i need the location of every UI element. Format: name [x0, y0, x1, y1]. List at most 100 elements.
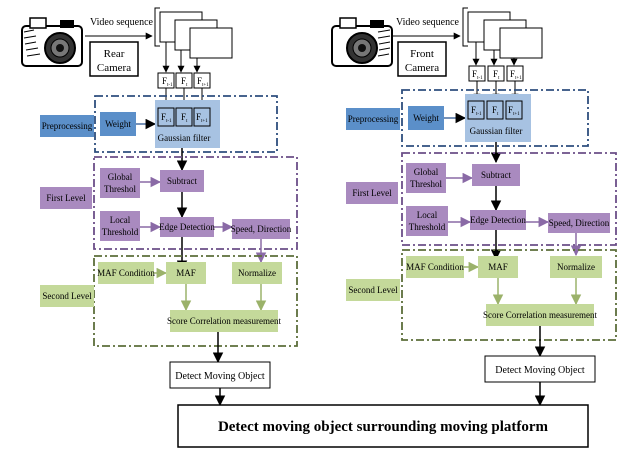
local-threshold-line2: Threshold: [102, 227, 139, 237]
first-level-label: First Level: [352, 188, 392, 198]
local-threshold-box: [100, 211, 140, 241]
front-camera-pipeline: Video sequence Front Camera Ft-1 Ft Ft+1…: [331, 7, 617, 407]
speed-direction-box: [232, 219, 290, 239]
normalize-box: [550, 256, 602, 278]
rear-camera-pipeline: Video sequence Rear Camera Ft-1 Ft Ft+1 …: [21, 7, 298, 407]
maf-box: [166, 262, 206, 284]
weight-box: [408, 106, 444, 130]
global-threshol-line2: Threshol: [104, 184, 136, 194]
gauss-frame-prev: [467, 100, 485, 120]
gaussian-filter-label: Gaussian filter: [158, 133, 211, 143]
camera-icon: [331, 17, 393, 67]
edge-detection-box: [470, 210, 526, 230]
maf-label: MAF: [488, 262, 508, 272]
speed-direction-box: [548, 213, 610, 233]
global-threshol-box: [406, 163, 446, 193]
video-sequence-label: Video sequence: [396, 17, 460, 28]
first-level-stage-border: [93, 156, 298, 250]
final-output-label: Detect moving object surrounding moving …: [218, 419, 549, 435]
gauss-frame-next: [505, 100, 523, 120]
global-threshol-line1: Global: [108, 172, 133, 182]
first-level-label-box: [40, 187, 92, 209]
gauss-frame-prev-label: Ft-1: [161, 112, 172, 124]
maf-label: MAF: [176, 268, 196, 278]
subtract-box: [160, 170, 204, 192]
speed-direction-label: Speed, Direction: [549, 218, 610, 228]
gauss-frame-cur-label: Ft: [181, 112, 188, 124]
score-correlation-box: [486, 304, 594, 326]
edge-detection-box: [160, 217, 214, 237]
global-threshol-box: [100, 168, 140, 198]
frame-prev-label: Ft-1: [472, 69, 483, 81]
second-level-label-box: [346, 279, 400, 301]
second-level-label-box: [40, 285, 94, 307]
speed-direction-label: Speed, Direction: [231, 224, 292, 234]
local-threshold-line1: Local: [417, 210, 438, 220]
normalize-label: Normalize: [557, 262, 595, 272]
maf-condition-box: [406, 256, 464, 278]
preprocessing-label-box: [40, 115, 94, 137]
gauss-frame-cur-label: Ft: [492, 105, 499, 117]
camera-label-box: [89, 41, 139, 77]
subtract-box: [472, 164, 520, 186]
frame-prev-label: Ft-1: [162, 76, 173, 88]
gauss-frame-prev: [157, 107, 175, 127]
score-correlation-box: [170, 310, 278, 332]
second-level-stage-border: [401, 249, 617, 341]
camera-label-line2: Camera: [405, 62, 439, 74]
maf-condition-box: [98, 262, 154, 284]
score-correlation-label: Score Correlation measurement: [167, 316, 281, 326]
maf-condition-label: MAF Condition: [97, 268, 155, 278]
first-level-label-box: [346, 182, 398, 204]
camera-label-line1: Rear: [104, 48, 125, 60]
frame-next-label: Ft+1: [197, 76, 209, 88]
preprocessing-stage-border: [401, 89, 589, 147]
gauss-frame-cur: [486, 100, 504, 120]
second-level-label: Second Level: [42, 291, 92, 301]
maf-condition-label: MAF Condition: [406, 262, 464, 272]
detect-moving-object-box: [169, 361, 271, 389]
first-level-stage-border: [401, 152, 617, 246]
global-threshol-line1: Global: [414, 167, 439, 177]
camera-label-line1: Front: [410, 48, 434, 60]
preprocessing-label: Preprocessing: [348, 114, 399, 124]
weight-label: Weight: [413, 113, 439, 123]
frame-cur-label: Ft: [181, 76, 188, 88]
local-threshold-line2: Threshold: [409, 222, 446, 232]
weight-box: [100, 112, 136, 136]
final-output-box: [177, 404, 589, 448]
detect-moving-object-label: Detect Moving Object: [175, 371, 265, 382]
camera-label-box: [397, 41, 447, 77]
frame-next-label: Ft+1: [510, 69, 522, 81]
video-frames-stack: [154, 7, 233, 59]
preprocessing-label: Preprocessing: [42, 121, 93, 131]
camera-label-line2: Camera: [97, 62, 131, 74]
global-threshol-line2: Threshol: [410, 179, 442, 189]
detect-moving-object-label: Detect Moving Object: [495, 365, 585, 376]
gauss-frame-next-label: Ft+1: [196, 112, 208, 124]
local-threshold-box: [406, 206, 448, 236]
local-threshold-line1: Local: [110, 215, 131, 225]
score-correlation-label: Score Correlation measurement: [483, 310, 597, 320]
first-level-label: First Level: [46, 193, 86, 203]
subtract-label: Subtract: [167, 176, 197, 186]
gauss-frame-next: [193, 107, 211, 127]
preprocessing-label-box: [346, 108, 400, 130]
edge-detection-label: Edge Detection: [470, 215, 526, 225]
weight-label: Weight: [105, 119, 131, 129]
video-frames-stack: [462, 7, 543, 59]
frame-cur-label: Ft: [493, 69, 500, 81]
edge-detection-label: Edge Detection: [159, 222, 215, 232]
gaussian-filter-label: Gaussian filter: [470, 126, 523, 136]
maf-box: [478, 256, 518, 278]
video-sequence-label: Video sequence: [90, 17, 154, 28]
gauss-frame-cur: [175, 107, 193, 127]
normalize-label: Normalize: [238, 268, 276, 278]
gauss-frame-next-label: Ft+1: [508, 105, 520, 117]
camera-icon: [21, 17, 83, 67]
normalize-box: [232, 262, 282, 284]
gauss-frame-prev-label: Ft-1: [471, 105, 482, 117]
preprocessing-stage-border: [94, 95, 278, 153]
subtract-label: Subtract: [481, 170, 511, 180]
